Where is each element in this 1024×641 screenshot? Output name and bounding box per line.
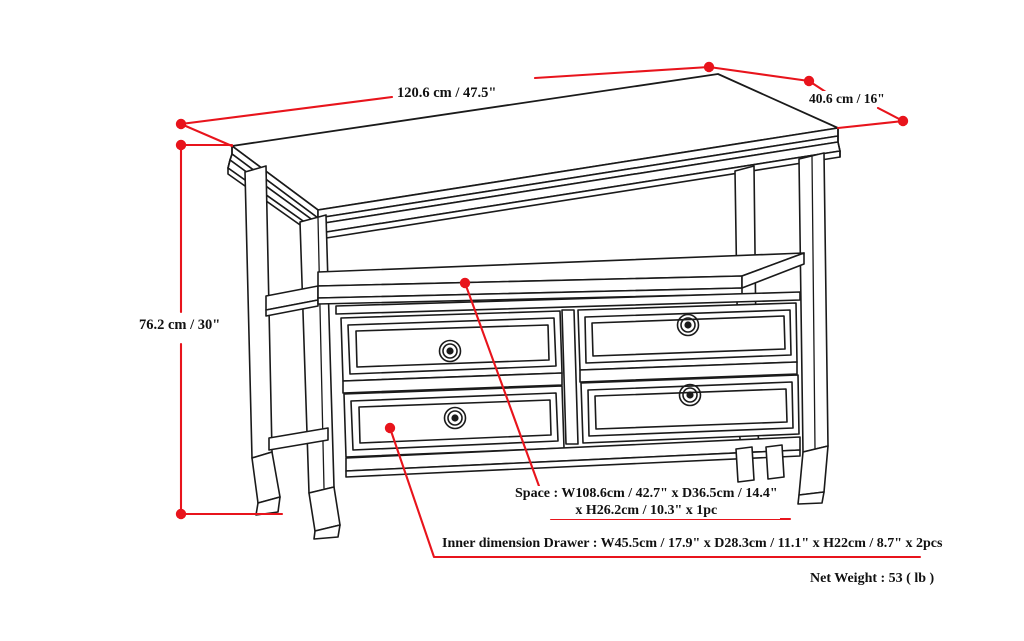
- drawer-knob: [676, 313, 700, 337]
- height-dimension-label: 76.2 cm / 30": [136, 315, 224, 337]
- space-note: Space : W108.6cm / 42.7" x D36.5cm / 14.…: [513, 486, 780, 520]
- drawer-knob-inner: [682, 387, 698, 403]
- leg-front-right: [797, 152, 829, 505]
- drawer-knob-core: [686, 391, 694, 399]
- drawer-knob: [443, 406, 467, 430]
- drawer-lower-left: [343, 385, 565, 458]
- depth-mid-dot: [803, 75, 815, 87]
- leg-back-left: [244, 165, 281, 516]
- table-outline-group: [227, 73, 841, 540]
- drawer-mid-rail-left: [342, 372, 563, 394]
- net-weight-note: Net Weight : 53 ( lb ): [808, 571, 937, 588]
- drawer-mid-rail-right: [579, 361, 798, 383]
- drawer-leader: [384, 422, 922, 559]
- width-start-dot: [175, 118, 187, 130]
- drawer-upper-left: [340, 310, 563, 382]
- table-top: [227, 73, 841, 240]
- side-stretcher-left-upper: [265, 285, 319, 317]
- side-stretcher-left-lower: [268, 427, 329, 451]
- height-bottom-dot: [175, 508, 187, 520]
- drawer-knob-core: [451, 414, 459, 422]
- center-support-feet: [735, 444, 785, 483]
- open-shelf: [317, 252, 805, 305]
- depth-end-dot: [897, 115, 909, 127]
- drawer-knob: [678, 383, 702, 407]
- drawer-lower-right: [580, 374, 800, 444]
- space-note-line1: Space : W108.6cm / 42.7" x D36.5cm / 14.…: [515, 486, 778, 501]
- drawer-knob-inner: [447, 410, 463, 426]
- drawer-center-divider: [561, 309, 579, 445]
- drawer-knob-core: [446, 347, 454, 355]
- drawer-knob-core: [684, 321, 692, 329]
- width-dimension-label: 120.6 cm / 47.5": [394, 85, 500, 103]
- drawer-case-top-rail: [335, 291, 801, 315]
- space-note-line2: x H26.2cm / 10.3" x 1pc: [575, 502, 718, 518]
- width-dimension-line: [175, 61, 715, 148]
- drawer-note: Inner dimension Drawer : W45.5cm / 17.9"…: [440, 536, 945, 553]
- drawer-knob-inner: [442, 343, 458, 359]
- drawer-knob-inner: [680, 317, 696, 333]
- height-dimension-line: [175, 139, 284, 520]
- annotation-layer: [175, 61, 922, 559]
- drawer-upper-right: [577, 302, 798, 371]
- drawer-case-bottom-rail: [345, 436, 801, 478]
- drawer-knob: [438, 339, 462, 363]
- depth-dimension-label: 40.6 cm / 16": [806, 91, 888, 107]
- leg-front-left: [299, 214, 341, 540]
